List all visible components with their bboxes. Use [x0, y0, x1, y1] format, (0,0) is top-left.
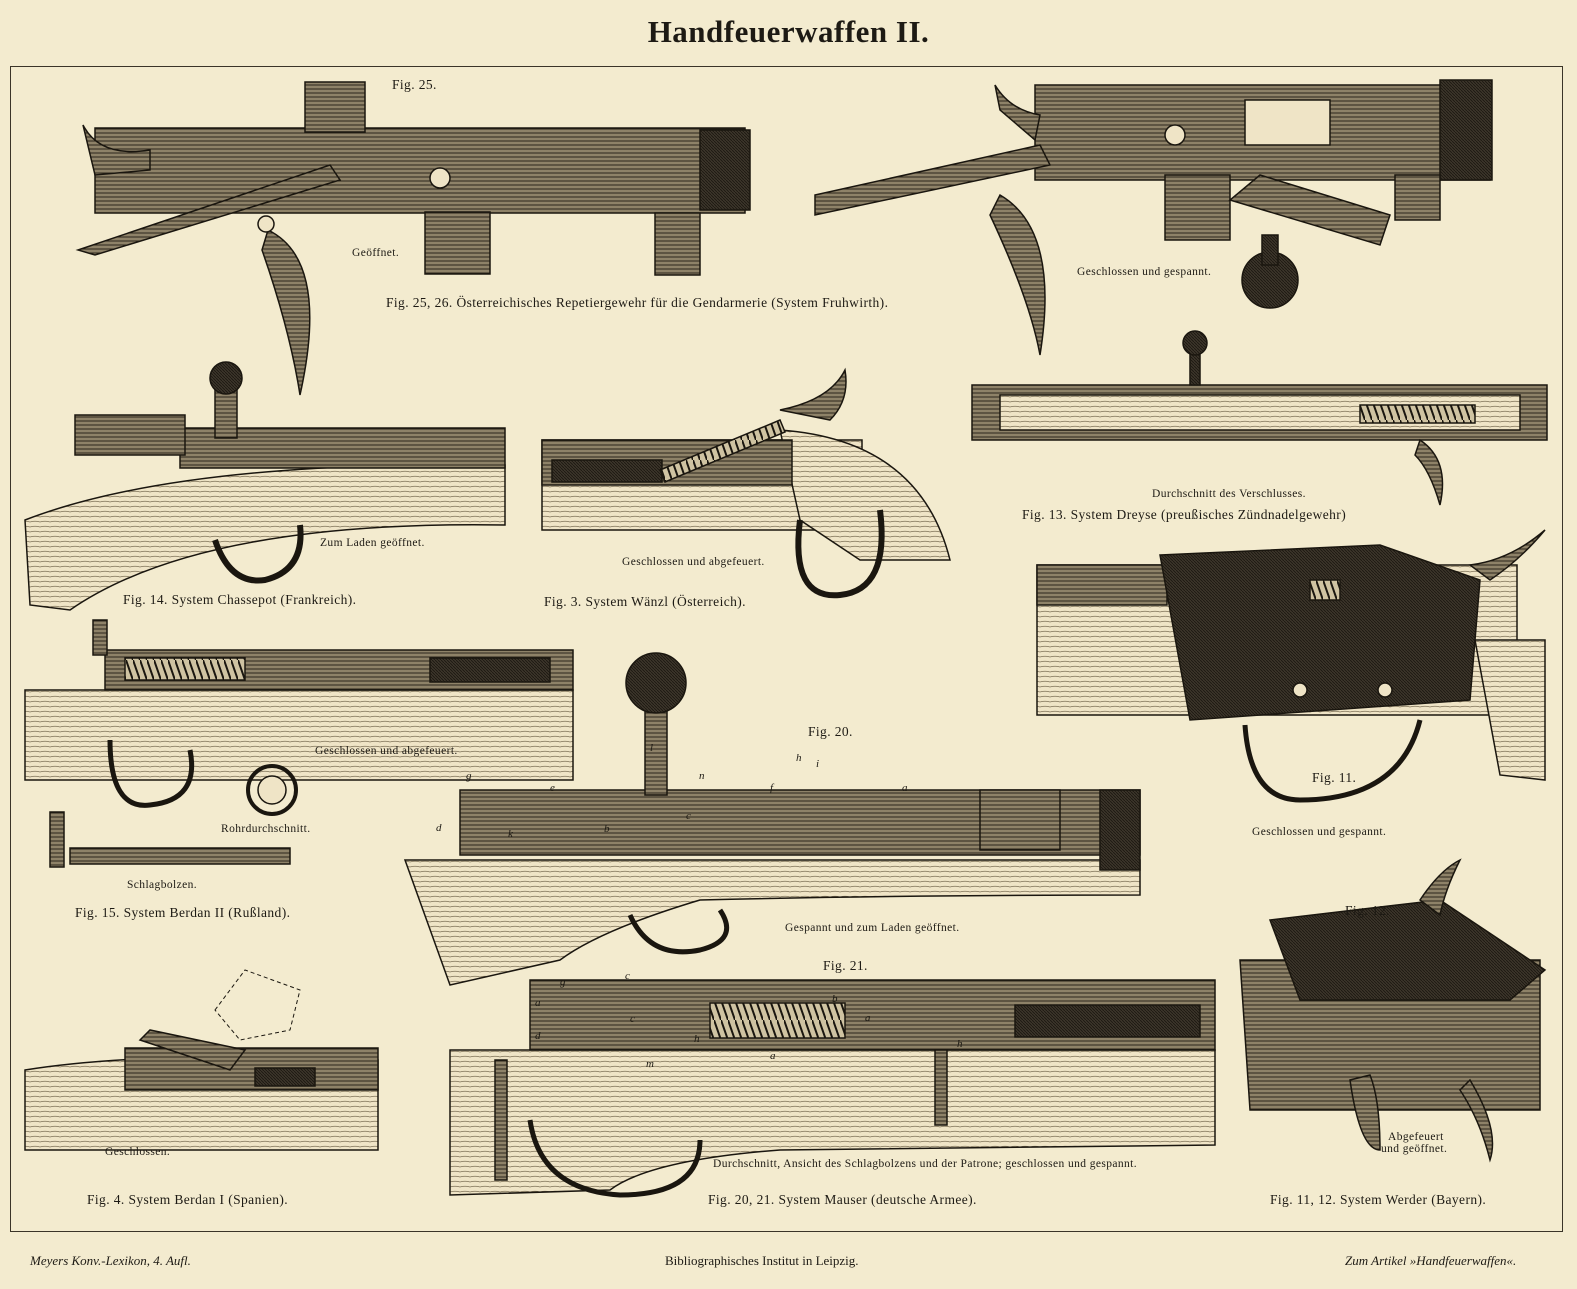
- fig20-letter: g: [466, 770, 472, 782]
- fig21-letter: h: [957, 1038, 963, 1050]
- fig13-caption: Fig. 13. System Dreyse (preußisches Zünd…: [1022, 507, 1347, 522]
- fig21-letter: c: [625, 970, 630, 982]
- fig20-letter: l: [650, 742, 654, 754]
- fig14-drawing: [24, 361, 506, 611]
- fig25-label: Fig. 25.: [392, 77, 437, 92]
- fig26-state: Geschlossen und gespannt.: [1077, 266, 1212, 278]
- fig12-state-line2: und geöffnet.: [1381, 1143, 1448, 1155]
- fig21-letter: b: [832, 993, 838, 1005]
- fig21-letter: m: [646, 1058, 654, 1070]
- fig20-label: Fig. 20.: [808, 724, 853, 739]
- fig13-state: Durchschnitt des Verschlusses.: [1152, 488, 1306, 500]
- footer-publication: Meyers Konv.-Lexikon, 4. Aufl.: [30, 1253, 191, 1268]
- footer-publisher: Bibliographisches Institut in Leipzig.: [665, 1253, 859, 1268]
- fig21-letter: a: [770, 1050, 776, 1062]
- fig12-state-line1: Abgefeuert: [1388, 1131, 1444, 1143]
- fig20-letter: h: [796, 752, 802, 764]
- fig20-letter: f: [770, 782, 774, 794]
- fig11-state: Geschlossen und gespannt.: [1252, 826, 1387, 838]
- fig15-bolt-label: Schlagbolzen.: [127, 879, 198, 891]
- fig20-letter: i: [816, 758, 820, 770]
- fig3-caption: Fig. 3. System Wänzl (Österreich).: [544, 594, 746, 609]
- fig21-letter: a: [535, 997, 541, 1009]
- fig20-drawing: [403, 652, 1141, 986]
- fig11-label: Fig. 11.: [1312, 770, 1357, 785]
- fig26-drawing: [814, 79, 1493, 356]
- fig20-21-caption: Fig. 20, 21. System Mauser (deutsche Arm…: [708, 1192, 977, 1207]
- fig15-section-label: Rohrdurchschnitt.: [221, 823, 311, 835]
- fig25-drawing: [75, 81, 751, 396]
- fig15-state: Geschlossen und abgefeuert.: [315, 745, 458, 757]
- fig11-12-caption: Fig. 11, 12. System Werder (Bayern).: [1270, 1192, 1487, 1207]
- fig13-drawing: [971, 330, 1548, 506]
- fig21-drawing: [449, 979, 1216, 1198]
- fig20-letter: a: [902, 782, 908, 794]
- fig21-letter: d: [535, 1030, 541, 1042]
- fig21-label: Fig. 21.: [823, 958, 868, 973]
- fig21-letter: g: [560, 976, 566, 988]
- fig4-state: Geschlossen.: [105, 1146, 171, 1158]
- fig21-letter: h: [694, 1033, 700, 1045]
- fig12-label: Fig. 12.: [1345, 903, 1390, 918]
- fig14-caption: Fig. 14. System Chassepot (Frankreich).: [123, 592, 357, 607]
- fig21-letter: c: [630, 1013, 635, 1025]
- fig4-drawing: [24, 969, 379, 1151]
- fig15-caption: Fig. 15. System Berdan II (Rußland).: [75, 905, 291, 920]
- fig4-caption: Fig. 4. System Berdan I (Spanien).: [87, 1192, 289, 1207]
- fig25-26-caption: Fig. 25, 26. Österreichisches Repetierge…: [386, 295, 889, 310]
- fig15-drawing: [24, 619, 574, 868]
- fig12-drawing: [1239, 858, 1547, 1163]
- fig20-letter: e: [550, 782, 555, 794]
- plate-frame: [10, 66, 1563, 1232]
- footer-article-ref: Zum Artikel »Handfeuerwaffen«.: [1345, 1253, 1517, 1268]
- fig20-letter: n: [699, 770, 705, 782]
- fig21-state: Durchschnitt, Ansicht des Schlagbolzens …: [713, 1158, 1138, 1170]
- fig21-letter: a: [865, 1012, 871, 1024]
- fig20-letter: c: [686, 810, 691, 822]
- fig20-letter: k: [508, 828, 513, 840]
- plate-title: Handfeuerwaffen II.: [647, 14, 930, 49]
- fig3-state: Geschlossen und abgefeuert.: [622, 556, 765, 568]
- fig25-state: Geöffnet.: [352, 247, 400, 259]
- fig20-letter: d: [436, 822, 442, 834]
- fig3-drawing: [541, 367, 951, 599]
- fig20-letter: b: [604, 823, 610, 835]
- fig14-state: Zum Laden geöffnet.: [320, 537, 425, 549]
- fig20-state: Gespannt und zum Laden geöffnet.: [785, 922, 960, 934]
- fig11-drawing: [1036, 529, 1546, 803]
